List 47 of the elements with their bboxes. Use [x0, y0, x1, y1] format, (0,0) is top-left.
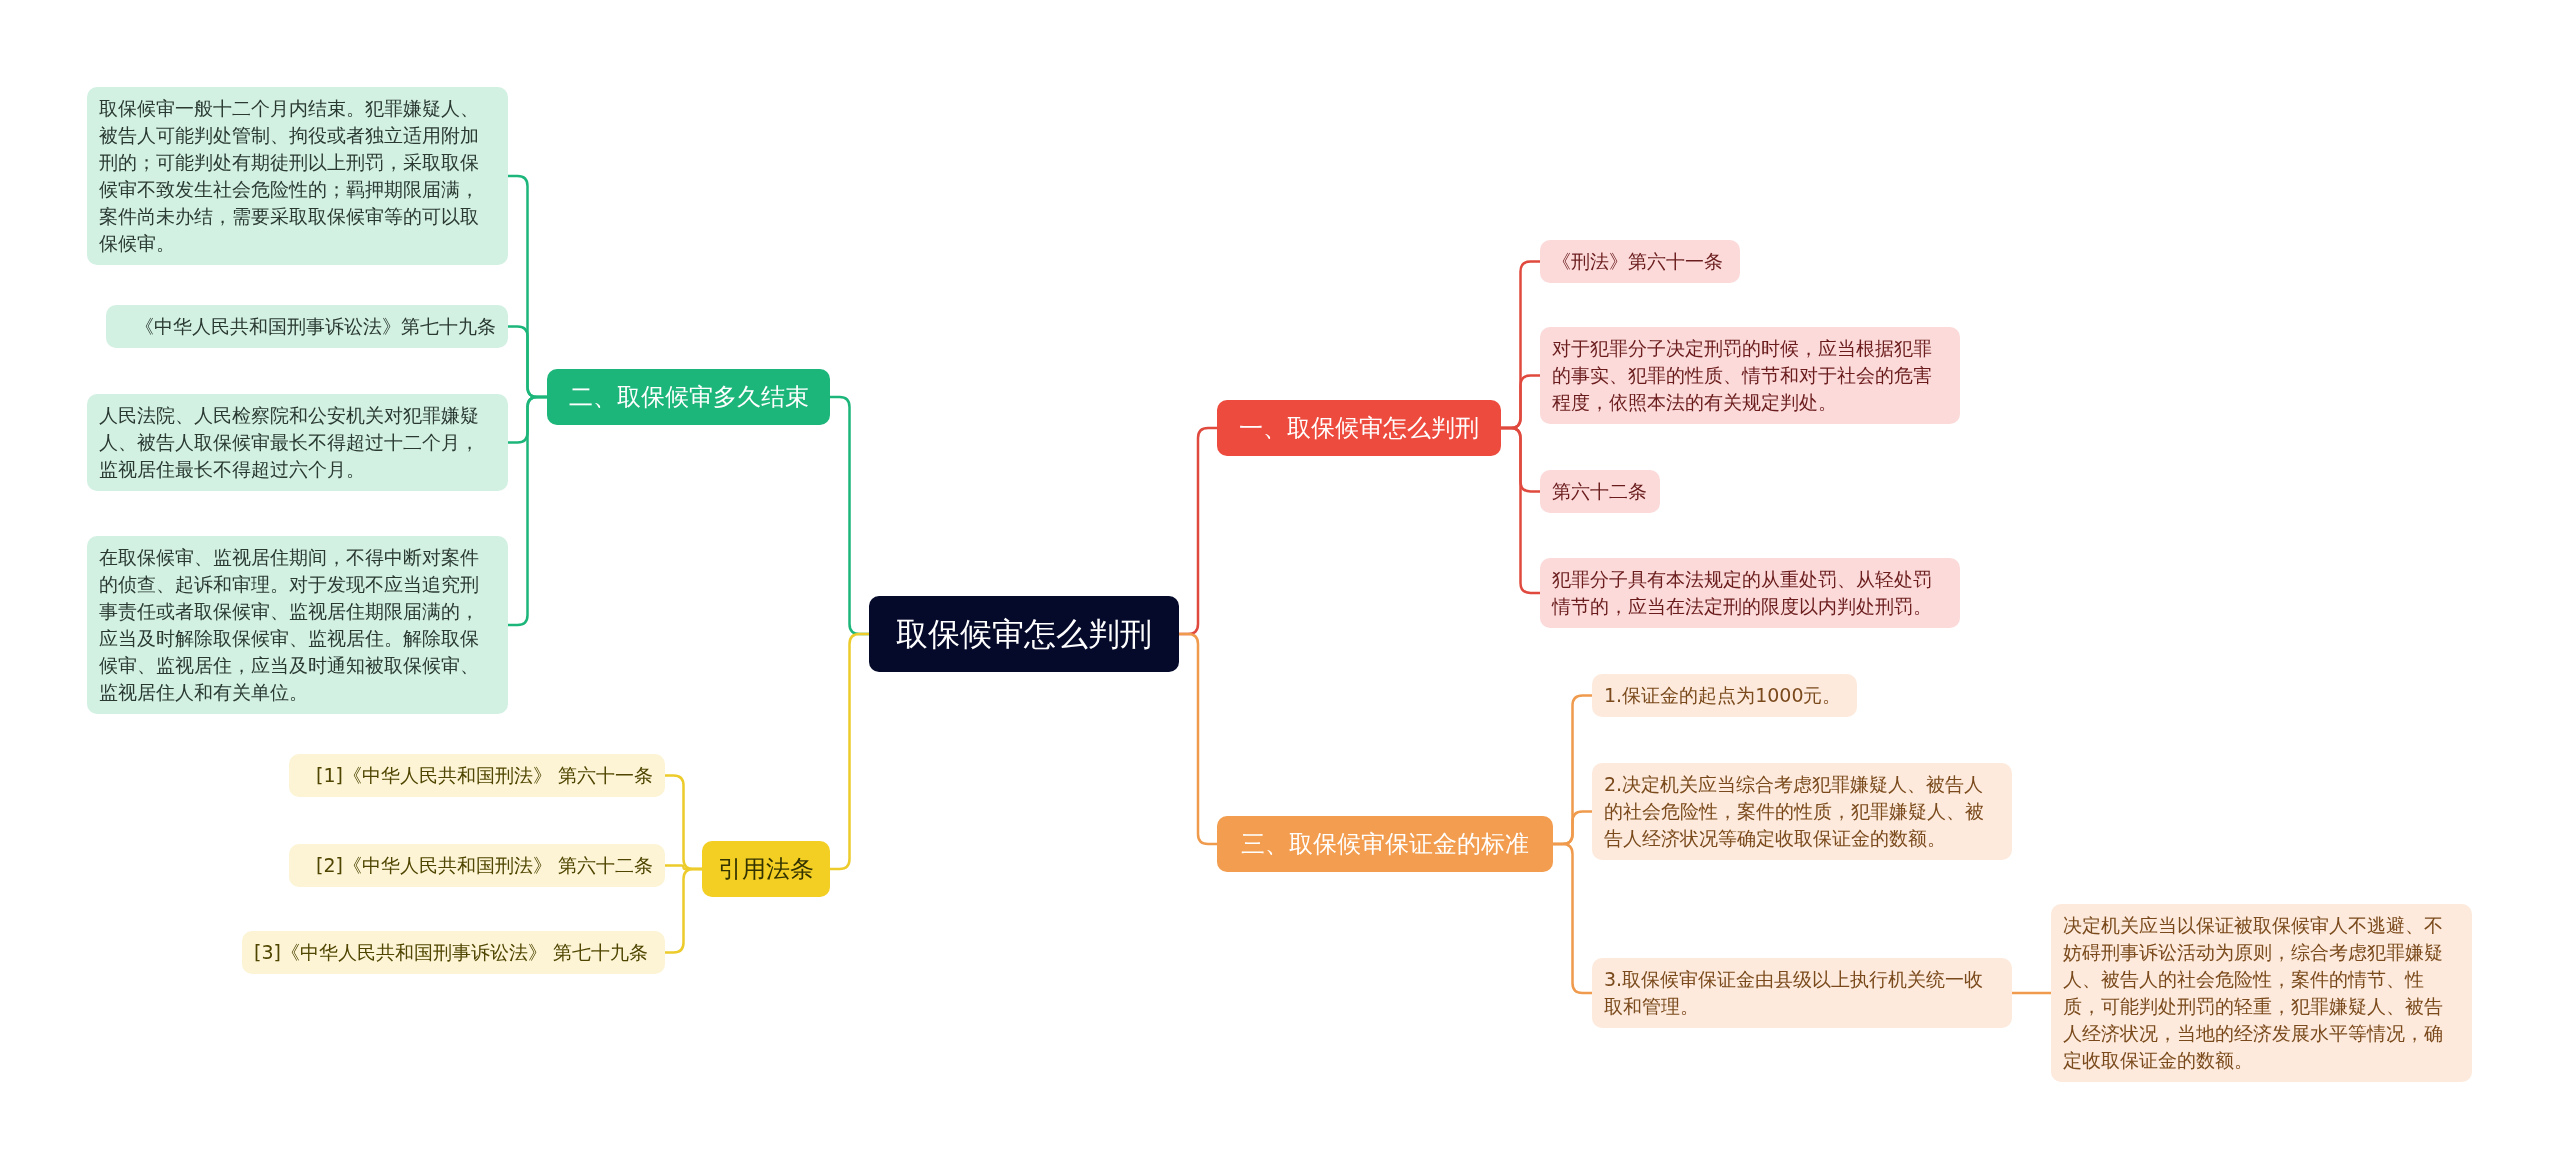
subtopic-box — [87, 536, 508, 714]
branch-topic-box — [1217, 816, 1553, 872]
topic-text: [1]《中华人民共和国刑法》 第六十一条 — [315, 763, 653, 788]
topic-text: 三、取保候审保证金的标准 — [1240, 829, 1530, 860]
topic-text: 人民法院、人民检察院和公安机关对犯罪嫌疑人、被告人取保候审最长不得超过十二个月，监视居住最长不得超过六个月。 — [99, 403, 480, 482]
topic-text: 犯罪分子具有本法规定的从重处罚、从轻处罚情节的，应当在法定刑的限度以内判处刑罚。 — [1552, 567, 1933, 619]
subtopic-box — [106, 305, 508, 348]
topic-text: 二、取保候审多久结束 — [567, 382, 810, 413]
subtopic-box — [1540, 470, 1660, 513]
reference-box — [242, 931, 665, 974]
connector-line — [508, 395, 547, 627]
topic-text: [3]《中华人民共和国刑事诉讼法》 第七十九条 — [254, 940, 649, 965]
subtopic-box — [1592, 958, 2012, 1028]
topic-text: 《中华人民共和国刑事诉讼法》第七十九条 — [134, 314, 496, 339]
subtopic-box — [87, 394, 508, 491]
connector-line — [1553, 842, 1592, 995]
subtopic-box — [2051, 904, 2472, 1082]
branch-topic-box — [702, 841, 830, 897]
reference-box — [289, 754, 665, 797]
topic-text: 在取保候审、监视居住期间，不得中断对案件的侦查、起诉和审理。对于发现不应当追究刑事责任或者取保候审、监视居住期限届满的，应当及时解除取保候审、监视居住。解除取保候审、监视居住，应当及时通知被取保候审、监视居住人和有关单位。 — [99, 545, 480, 705]
connector-line — [2012, 991, 2051, 995]
topic-text: 引用法条 — [717, 854, 815, 885]
central-topic-box — [869, 596, 1179, 672]
branch-topic-box — [547, 369, 830, 425]
topic-text: 取保候审一般十二个月内结束。犯罪嫌疑人、被告人可能判处管制、拘役或者独立适用附加刑的；可能判处有期徒刑以上刑罚，采取取保候审不致发生社会危险性的；羁押期限届满，案件尚未办结，需要采取取保候审等的可以取保候审。 — [99, 96, 480, 256]
topic-text: 一、取保候审怎么判刑 — [1238, 413, 1480, 444]
topic-text: 2.决定机关应当综合考虑犯罪嫌疑人、被告人的社会危险性，案件的性质，犯罪嫌疑人、被告人经济状况等确定收取保证金的数额。 — [1604, 772, 1985, 851]
subtopic-box — [1592, 674, 1857, 717]
topic-text: 决定机关应当以保证被取保候审人不逃避、不妨碍刑事诉讼活动为原则，综合考虑犯罪嫌疑人、被告人的社会危险性，案件的情节、性质，可能判处刑罚的轻重，犯罪嫌疑人、被告人经济状况，当地的经济发展水平等情况，确定收取保证金的数额。 — [2063, 913, 2444, 1073]
topic-text: [2]《中华人民共和国刑法》 第六十二条 — [315, 853, 653, 878]
topic-text: 1.保证金的起点为1000元。 — [1604, 683, 1843, 708]
connector-line — [830, 632, 869, 871]
topic-text: 对于犯罪分子决定刑罚的时候，应当根据犯罪的事实、犯罪的性质、情节和对于社会的危害程度，依照本法的有关规定判处。 — [1552, 336, 1933, 415]
connector-line — [1179, 632, 1217, 846]
topic-text: 第六十二条 — [1552, 479, 1648, 504]
subtopic-box — [1540, 240, 1740, 283]
connector-line — [665, 867, 702, 954]
subtopic-box — [1592, 763, 2012, 860]
subtopic-box — [87, 87, 508, 265]
subtopic-box — [1540, 558, 1960, 628]
branch-topic-box — [1217, 400, 1501, 456]
connector-line — [1501, 426, 1540, 595]
topic-text: 取保候审怎么判刑 — [895, 614, 1153, 655]
topic-text: 《刑法》第六十一条 — [1552, 249, 1724, 274]
topic-text: 3.取保候审保证金由县级以上执行机关统一收取和管理。 — [1604, 967, 1985, 1019]
subtopic-box — [1540, 327, 1960, 424]
reference-box — [289, 844, 665, 887]
